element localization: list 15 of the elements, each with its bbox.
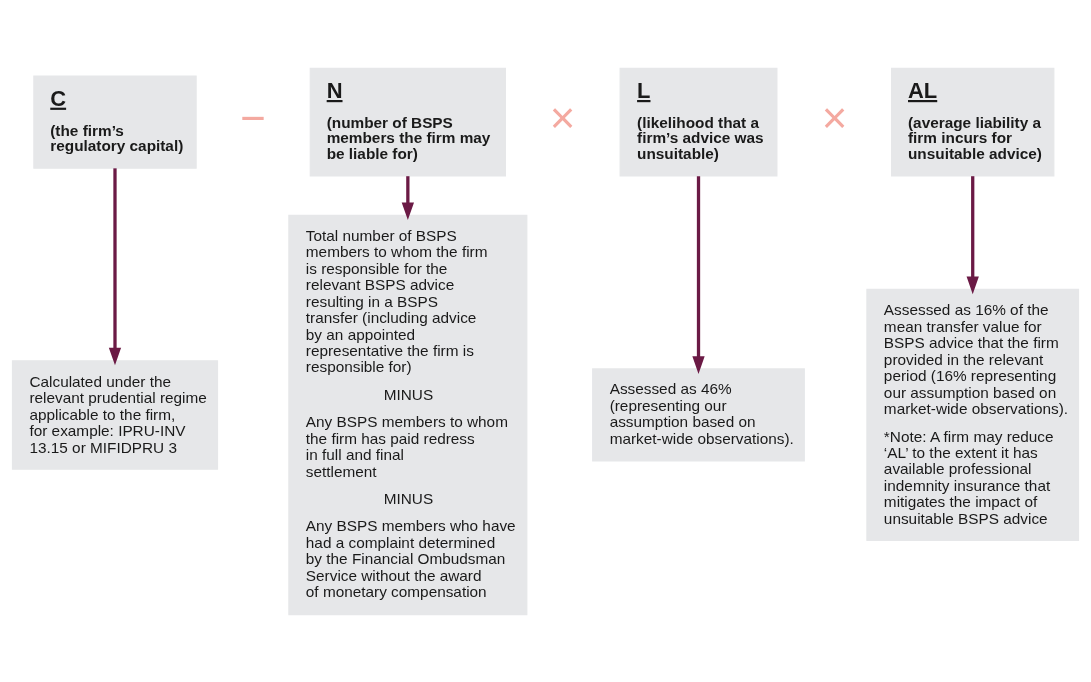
node-box: Total number of BSPS members to whom the firm is responsible for the relevant BSPS advice resulting in a BSPS transfer (including advice by an appointed representative the firm is responsible for) MINUS Any BSPS members to whom the firm has paid redress in full and final settlement MINUS Any BSPS members who have had a complaint determined by the Financial Ombudsman Service without the award of monetary compensation (288, 214, 528, 615)
node-box: Assessed as 46% (representing our assumption based on market-wide observations). (592, 367, 805, 462)
label: × (549, 92, 576, 142)
node-box: Calculated under the relevant prudential regime applicable to the firm, for example: IPRU-INV 13.15 or MIFIDPRU 3 (11, 359, 219, 470)
arrow (401, 175, 414, 220)
node-box: AL (average liability a firm incurs for unsuitable advice) (891, 67, 1055, 176)
arrow (966, 175, 979, 294)
label: × (821, 92, 848, 142)
node-box: Assessed as 16% of the mean transfer value for BSPS advice that the firm provided in the relevant period (16% representing our assumption based on market-wide observations). *Note: A firm may reduce ‘AL’ to the extent it has available professional indemnity insurance that mitigates the impact of unsuitable BSPS advice (866, 288, 1080, 541)
arrow (108, 167, 122, 365)
label: − (240, 92, 267, 142)
node-box: N (number of BSPS members the firm may be liable for) (309, 67, 507, 176)
arrow (692, 175, 705, 374)
node-box: L (likelihood that a firm’s advice was unsuitable) (619, 67, 778, 176)
node-box: C (the firm’s regulatory capital) (33, 75, 197, 169)
